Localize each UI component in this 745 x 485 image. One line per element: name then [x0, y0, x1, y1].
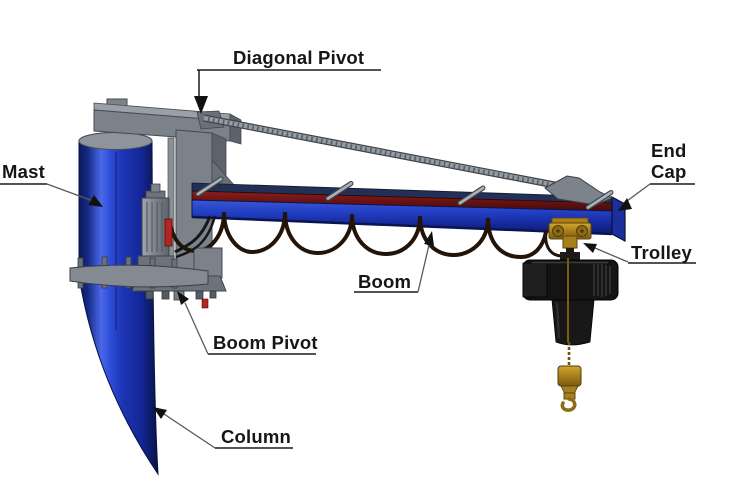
- boom-pivot-label: Boom Pivot: [213, 332, 318, 353]
- end-cap-label-line2: Cap: [651, 161, 687, 182]
- trolley-arrowhead-icon: [583, 243, 597, 253]
- column-leader: [163, 413, 216, 449]
- trolley-label: Trolley: [631, 242, 693, 263]
- boom-pivot-leader: [184, 302, 209, 355]
- end-cap-leader: [626, 183, 651, 202]
- festoon-stanchions: [195, 176, 614, 210]
- callout-arrowheads: [88, 96, 632, 419]
- diagonal-tie-rod-graphic: [196, 110, 561, 190]
- mast-top-cap: [78, 132, 153, 150]
- column-arrowhead-icon: [153, 407, 167, 419]
- motor-fins: [146, 202, 163, 252]
- hook-graphic: [557, 365, 582, 412]
- trolley-leader: [594, 247, 629, 263]
- diagonal-pivot-label: Diagonal Pivot: [233, 47, 365, 68]
- boom-bottom-flange: [191, 215, 613, 236]
- diagonal-pivot-arrowhead-icon: [194, 96, 208, 114]
- boom-graphic: [191, 182, 626, 243]
- column-collar-ring: [69, 256, 209, 289]
- bracket-right-face: [229, 113, 242, 145]
- hoist-graphic: [522, 252, 619, 412]
- festoon-cable-graphic: [168, 211, 564, 260]
- end-cap-arrowhead-icon: [618, 198, 632, 211]
- boom-leader: [417, 244, 430, 293]
- mast-arrowhead-icon: [88, 195, 103, 207]
- boom-pivot-arrowhead-icon: [177, 291, 189, 305]
- end-cap-label: End Cap: [651, 140, 687, 182]
- motor-cable-2: [175, 215, 217, 259]
- mast-label: Mast: [2, 161, 45, 182]
- hoist-motor-fins: [593, 264, 611, 297]
- motor-red-stripe: [164, 218, 173, 247]
- pivot-red-marker: [201, 298, 209, 309]
- boom-label: Boom: [358, 271, 412, 292]
- hoist-drop-cable: [544, 230, 564, 258]
- end-cap-graphic: [611, 195, 626, 243]
- mast-column-graphic: [78, 132, 159, 476]
- mast-leader: [46, 183, 94, 202]
- motor-cable: [174, 215, 212, 254]
- column-body: [78, 132, 159, 476]
- boom-arrowhead-icon: [424, 231, 434, 246]
- callout-leaders: [0, 69, 696, 449]
- hoist-chain-box: [551, 299, 595, 346]
- column-label: Column: [221, 426, 292, 447]
- end-cap-label-line1: End: [651, 140, 687, 161]
